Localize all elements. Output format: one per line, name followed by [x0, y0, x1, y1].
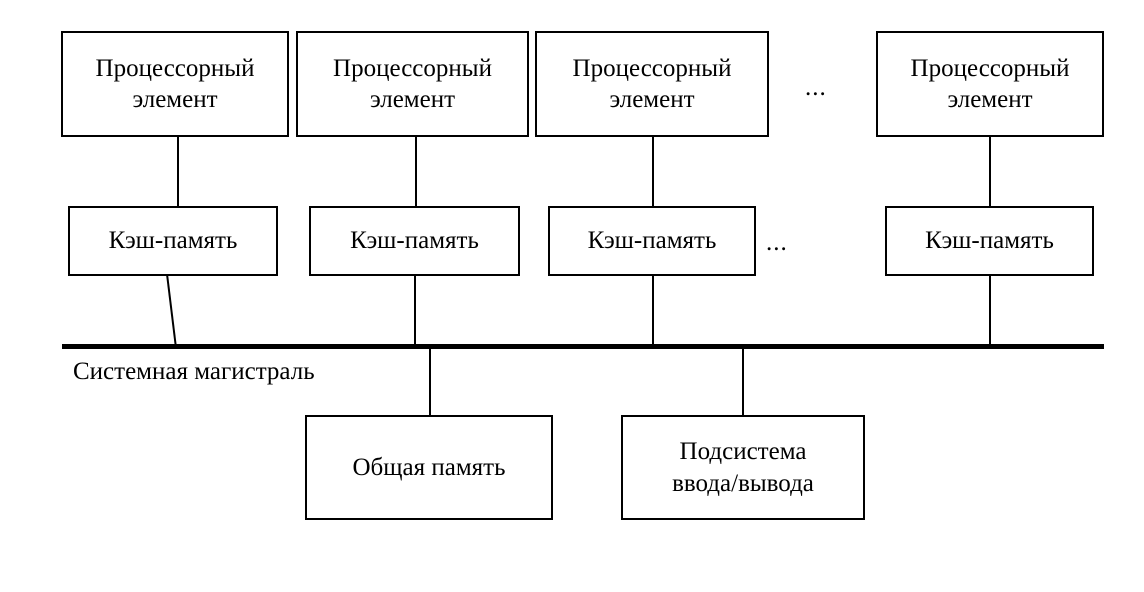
- connector-cache4-bus: [989, 274, 991, 348]
- processing-element-3: Процессорный элемент: [535, 31, 769, 137]
- shared-memory-node: Общая память: [305, 415, 553, 520]
- processing-element-4-label: Процессорный элемент: [907, 53, 1074, 116]
- cache-memory-4: Кэш-память: [885, 206, 1094, 276]
- processing-element-4-line1: Процессорный: [910, 54, 1070, 82]
- cache-memory-3-label: Кэш-память: [587, 227, 717, 255]
- cache-memory-3: Кэш-память: [548, 206, 756, 276]
- cache-memory-4-label: Кэш-память: [925, 227, 1054, 255]
- processing-element-2-label: Процессорный элемент: [329, 53, 496, 116]
- cache-memory-1: Кэш-память: [68, 206, 278, 276]
- processing-element-3-label: Процессорный элемент: [569, 53, 736, 116]
- processing-element-2-line2: элемент: [369, 86, 456, 113]
- shared-memory-label: Общая память: [352, 453, 506, 481]
- io-subsystem-label: Подсистема ввода/вывода: [668, 436, 818, 499]
- system-bus-line: [62, 344, 1104, 349]
- io-subsystem-line2: ввода/вывода: [672, 469, 814, 497]
- ellipsis-processing-elements: ...: [805, 74, 827, 101]
- io-subsystem-node: Подсистема ввода/вывода: [621, 415, 865, 520]
- connector-pe4-cache4: [989, 136, 991, 208]
- connector-cache2-bus: [414, 274, 416, 348]
- processing-element-1: Процессорный элемент: [61, 31, 289, 137]
- io-subsystem-line1: Подсистема: [679, 438, 807, 465]
- system-bus-label: Системная магистраль: [73, 358, 315, 385]
- processing-element-2: Процессорный элемент: [296, 31, 529, 137]
- processing-element-3-line2: элемент: [609, 86, 695, 113]
- connector-bus-io-subsystem: [742, 347, 744, 417]
- cache-memory-1-label: Кэш-память: [108, 227, 238, 255]
- connector-pe2-cache2: [415, 136, 417, 208]
- processing-element-3-line1: Процессорный: [572, 54, 732, 82]
- processing-element-4: Процессорный элемент: [876, 31, 1104, 137]
- processing-element-1-line1: Процессорный: [95, 54, 255, 82]
- processing-element-1-label: Процессорный элемент: [92, 53, 259, 116]
- processing-element-4-line2: элемент: [947, 86, 1033, 113]
- cache-memory-2-label: Кэш-память: [350, 227, 479, 255]
- connector-cache3-bus: [652, 274, 654, 348]
- processing-element-1-line2: элемент: [132, 86, 218, 113]
- processing-element-2-line1: Процессорный: [333, 54, 492, 82]
- connector-pe1-cache1: [177, 136, 179, 208]
- connector-cache1-bus: [166, 273, 177, 349]
- cache-memory-2: Кэш-память: [309, 206, 520, 276]
- ellipsis-cache-memories: ...: [766, 229, 788, 256]
- connector-pe3-cache3: [652, 136, 654, 208]
- connector-bus-shared-memory: [429, 347, 431, 417]
